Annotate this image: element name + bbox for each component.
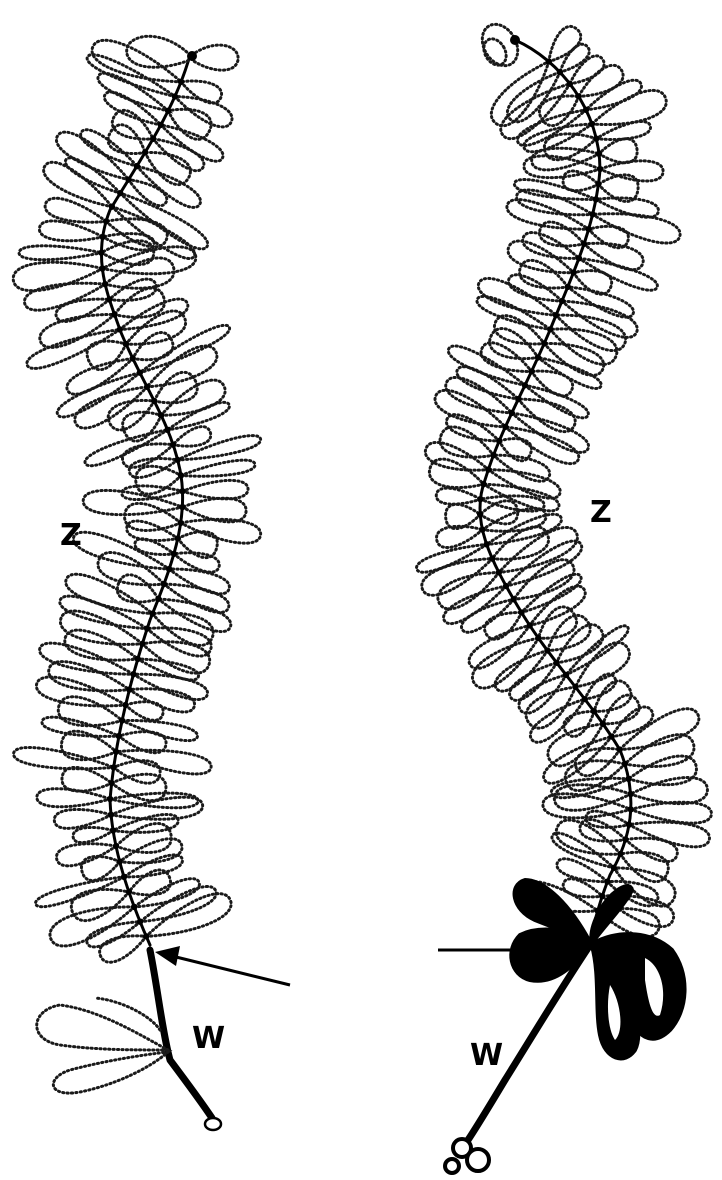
left-arrow (155, 946, 290, 985)
right-chromosome (417, 18, 712, 1173)
left-z-label: Z (60, 518, 82, 553)
lateral-loop (45, 198, 106, 222)
lateral-loop (126, 702, 164, 721)
lateral-loop (37, 789, 110, 807)
lateral-loop (557, 859, 607, 882)
lateral-loop (164, 584, 229, 612)
lateral-loop (437, 526, 483, 547)
lateral-loop (626, 838, 678, 861)
right-z-loops (417, 26, 712, 936)
lateral-loop (42, 717, 119, 736)
lateral-loop (54, 809, 111, 828)
lateral-loop (512, 413, 589, 452)
lateral-loop (173, 427, 211, 447)
lateral-loop (35, 877, 124, 907)
right-arrow (438, 940, 558, 960)
lateral-loop (589, 226, 629, 247)
lateral-loop (519, 260, 567, 288)
lateral-loop (67, 358, 133, 394)
lateral-loop (92, 40, 181, 82)
lateral-loop (87, 341, 126, 370)
lateral-loop (100, 936, 147, 962)
lateral-loop (115, 288, 165, 317)
lateral-loop (168, 402, 230, 430)
lateral-loop (140, 325, 230, 372)
right-w-label: W (470, 1038, 503, 1073)
lateral-loop (181, 460, 255, 476)
lateral-loop (181, 519, 261, 543)
lateral-loop (620, 709, 699, 750)
lateral-loop (168, 109, 211, 139)
left-w-loop-pair (37, 998, 168, 1093)
lateral-loop (83, 490, 182, 514)
lateral-loop (178, 436, 261, 460)
lateral-loop (422, 559, 493, 596)
lateral-loop (129, 180, 167, 206)
lateral-loop (71, 889, 129, 920)
lateral-loop (146, 894, 231, 937)
lateral-loop (125, 503, 181, 530)
lateral-loop (58, 697, 122, 726)
lateral-loop (39, 221, 102, 241)
lateral-loop (538, 607, 576, 638)
lateral-loop (600, 161, 663, 181)
lateral-loop (117, 575, 158, 602)
lateral-loop (109, 279, 156, 300)
lateral-loop (73, 827, 113, 842)
lateral-loop (599, 139, 637, 163)
lateral-loop (44, 162, 112, 206)
lateral-loop (549, 26, 581, 61)
left-w-terminal-knob (205, 1118, 221, 1130)
right-top-terminal (475, 18, 525, 72)
lateral-loop (579, 258, 657, 290)
lateral-loop (169, 569, 229, 594)
lateral-loop (50, 907, 134, 946)
lateral-loop (145, 152, 190, 184)
lateral-loop (13, 262, 102, 290)
lateral-loop (183, 480, 249, 498)
lateral-loop (560, 44, 589, 72)
lateral-loop (56, 299, 109, 321)
lateral-loop (73, 532, 169, 569)
lateral-loop (123, 444, 174, 468)
lateral-loop (62, 767, 112, 791)
lateral-loop (108, 125, 145, 154)
left-chromosome (13, 36, 260, 1130)
lateral-loop (485, 612, 522, 639)
left-z-loops (13, 40, 260, 962)
right-w-terminal-knobs (445, 1139, 489, 1173)
left-w-label: W (192, 1021, 225, 1056)
lateral-loop (153, 139, 204, 171)
lateral-loop (525, 385, 588, 418)
lateral-loop (56, 132, 128, 180)
lateral-loop (127, 521, 178, 541)
lateral-loop (631, 802, 712, 823)
lateral-loop (116, 823, 171, 852)
right-z-label: Z (590, 495, 612, 530)
lateral-loop (133, 333, 173, 360)
lateral-loop (122, 720, 197, 740)
lateral-loop (436, 488, 480, 504)
lateral-loop (19, 246, 101, 260)
lateral-loop (593, 214, 680, 243)
lateral-loop (56, 844, 116, 866)
lateral-loop (540, 222, 585, 246)
lateral-loop (544, 343, 603, 375)
